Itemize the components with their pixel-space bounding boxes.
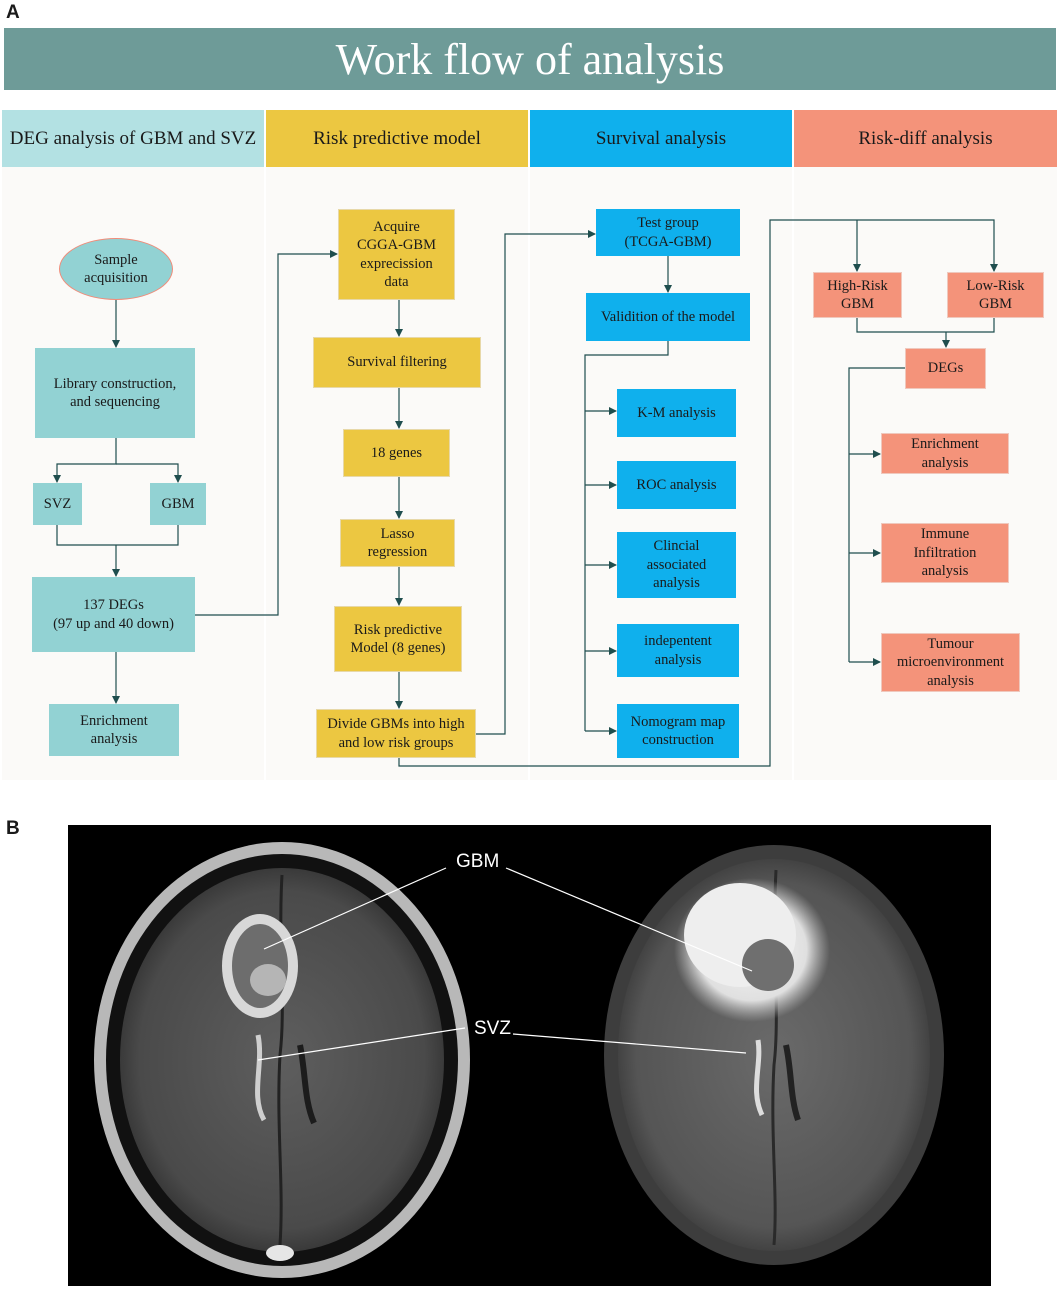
test-group-box: Test group (TCGA-GBM) xyxy=(596,209,740,256)
roc-analysis-box: ROC analysis xyxy=(617,461,736,509)
header-survival: Survival analysis xyxy=(530,110,792,167)
divide-groups-box: Divide GBMs into high and low risk group… xyxy=(316,709,476,758)
risk-model-box: Risk predictive Model (8 genes) xyxy=(334,606,462,672)
mri-panel: GBM SVZ xyxy=(68,825,991,1286)
workflow-title: Work flow of analysis xyxy=(4,28,1056,90)
validation-box: Validition of the model xyxy=(586,293,750,341)
header-deg: DEG analysis of GBM and SVZ xyxy=(2,110,264,167)
mri-scans xyxy=(94,842,944,1278)
library-construction-box: Library construction, and sequencing xyxy=(35,348,195,438)
gbm-annotation-label: GBM xyxy=(456,851,500,872)
immune-infiltration-box: Immune Infiltration analysis xyxy=(881,523,1009,583)
independent-analysis-box: indepentent analysis xyxy=(617,624,739,677)
km-analysis-box: K-M analysis xyxy=(617,389,736,437)
tumour-microenvironment-box: Tumour microenvironment analysis xyxy=(881,633,1020,692)
mri-left-scan xyxy=(94,842,470,1278)
deg-enrichment-box: Enrichment analysis xyxy=(49,704,179,756)
panel-label-a: A xyxy=(6,2,20,23)
low-risk-gbm-box: Low-Risk GBM xyxy=(947,272,1044,318)
panel-label-b: B xyxy=(6,818,20,839)
mri-right-scan xyxy=(604,845,944,1265)
survival-filtering-box: Survival filtering xyxy=(313,337,481,388)
lasso-regression-box: Lasso regression xyxy=(340,519,455,567)
clinical-analysis-box: Clincial associated analysis xyxy=(617,532,736,598)
risk-degs-box: DEGs xyxy=(905,348,986,389)
column-deg xyxy=(2,110,264,780)
gbm-box: GBM xyxy=(150,483,206,525)
svz-box: SVZ xyxy=(33,483,82,525)
degs-137-box: 137 DEGs (97 up and 40 down) xyxy=(32,577,195,652)
genes-18-box: 18 genes xyxy=(343,429,450,477)
header-risk: Risk predictive model xyxy=(266,110,528,167)
mri-annotation-lines xyxy=(257,867,753,1061)
svz-annotation-label: SVZ xyxy=(474,1018,511,1039)
acquire-cgga-box: Acquire CGGA-GBM exprecission data xyxy=(338,209,455,300)
header-risk-diff: Risk-diff analysis xyxy=(794,110,1057,167)
high-risk-gbm-box: High-Risk GBM xyxy=(813,272,902,318)
risk-enrichment-box: Enrichment analysis xyxy=(881,433,1009,474)
sample-acquisition-node: Sample acquisition xyxy=(59,238,173,300)
nomogram-box: Nomogram map construction xyxy=(617,704,739,758)
flow-connectors xyxy=(53,219,998,767)
